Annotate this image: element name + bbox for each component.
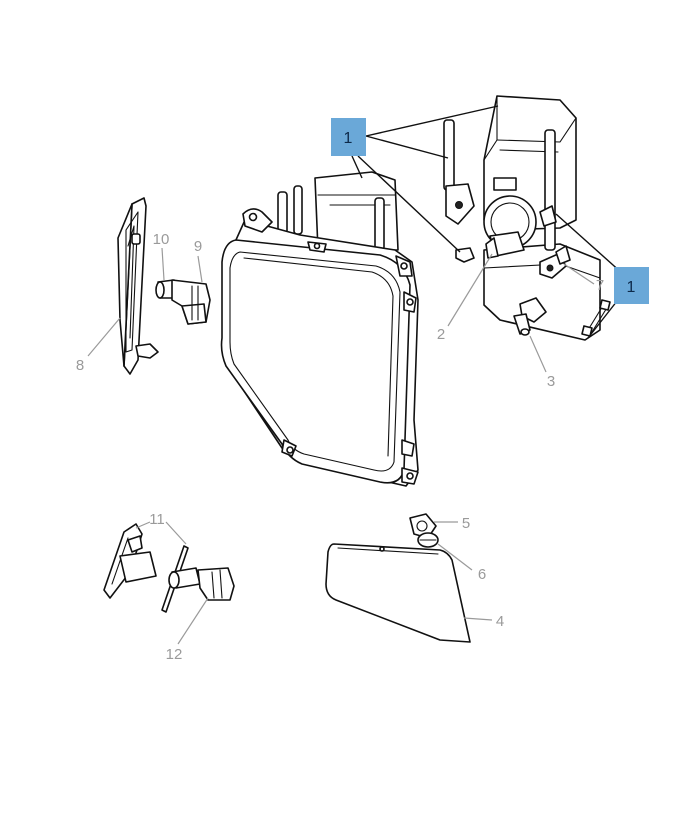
callout-6: 6 <box>478 566 486 583</box>
callout-label: 1 <box>627 279 636 296</box>
callout-1-right: 1 <box>614 267 649 304</box>
rear-housing-view <box>443 95 611 341</box>
callout-3: 3 <box>547 373 555 390</box>
lower-lamp-assembly <box>103 523 235 613</box>
callout-8: 8 <box>76 357 84 374</box>
fog-lamp-lens <box>325 513 471 643</box>
callout-highlight-box <box>331 118 366 156</box>
callout-11: 11 <box>149 511 165 528</box>
callout-7: 7 <box>596 277 604 294</box>
callout-2: 2 <box>437 326 445 343</box>
callout-1-upper: 1 <box>331 118 366 156</box>
leader-lines <box>87 105 633 645</box>
callout-12: 12 <box>166 646 183 663</box>
callout-4: 4 <box>496 613 504 630</box>
side-marker-assembly <box>117 197 211 375</box>
callout-label: 1 <box>344 130 353 147</box>
headlamp-assembly <box>220 171 419 487</box>
callout-9: 9 <box>194 238 202 255</box>
callout-10: 10 <box>153 231 170 248</box>
callout-highlight-box <box>614 267 649 304</box>
callout-5: 5 <box>462 515 470 532</box>
